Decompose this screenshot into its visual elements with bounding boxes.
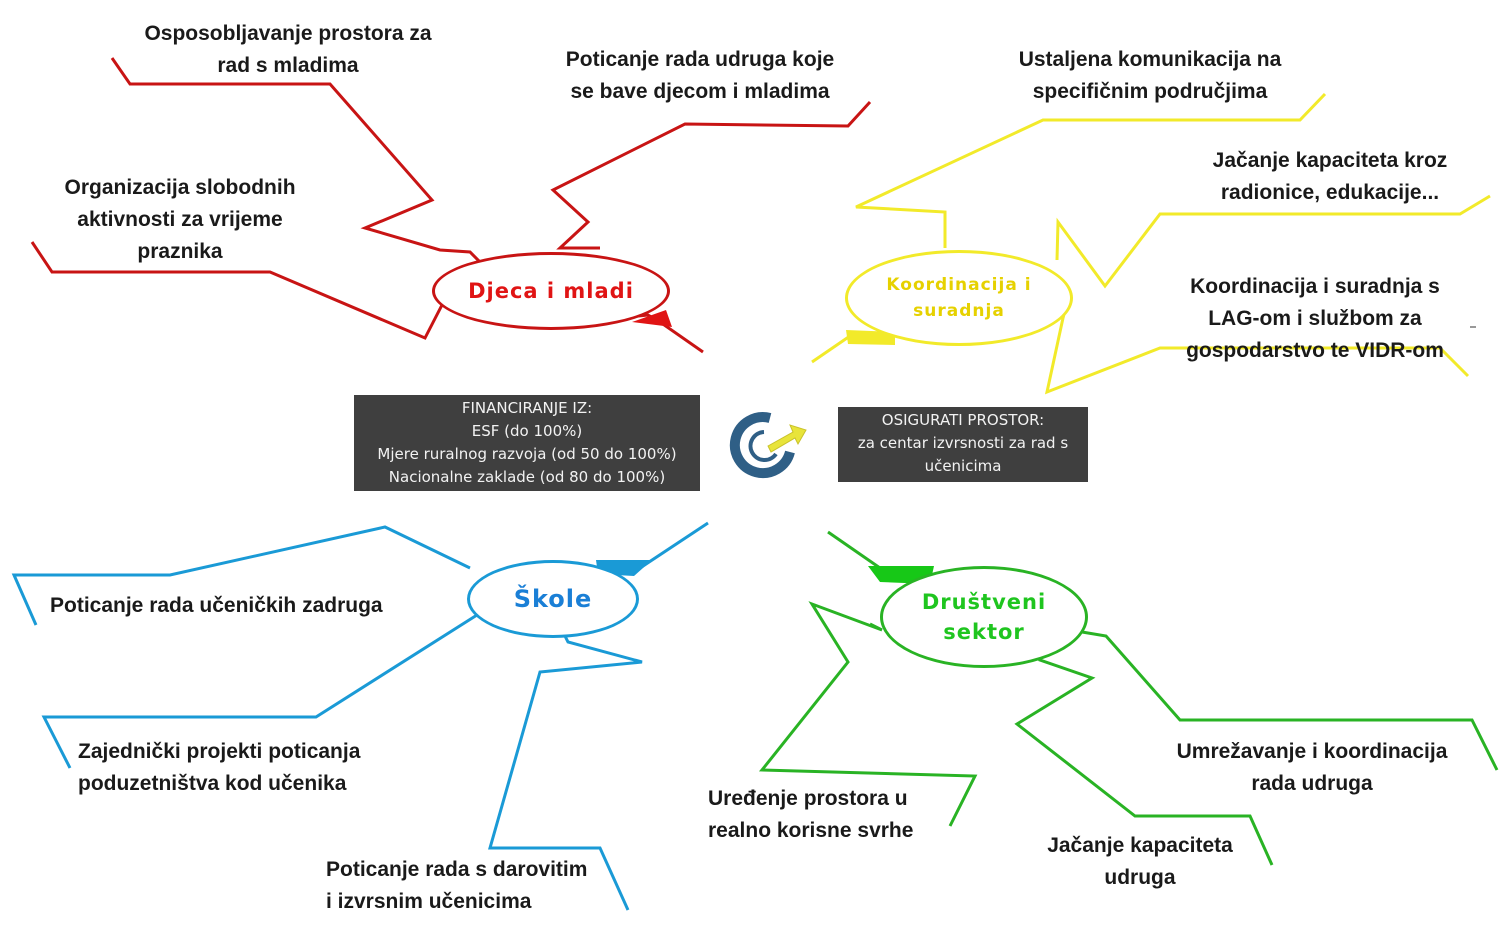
blue-branch-1 (11, 525, 471, 626)
koordinacija-item-komunikacija-line2: specifičnim područjima (1032, 80, 1268, 103)
drustveni-item-prostor-line2: realno korisne svrhe (708, 819, 914, 842)
green-branch-3 (1081, 630, 1499, 771)
drustveni-item-umrezavanje-line1: Umrežavanje i koordinacija (1176, 740, 1448, 763)
koordinacija-item-lag-line1: Koordinacija i suradnja s (1190, 275, 1440, 298)
hub-koordinacija-label-1: Koordinacija i (886, 275, 1032, 295)
hub-skole-label: Škole (513, 585, 593, 613)
koordinacija-item-komunikacija-line1: Ustaljena komunikacija na (1018, 48, 1282, 71)
space-line1: za centar izvrsnosti za rad s (857, 434, 1069, 452)
red-branch-2 (550, 100, 872, 250)
hub-drustveni-label-1: Društveni (921, 590, 1047, 614)
koordinacija-item-kapacitet-line2: radionice, edukacije... (1220, 181, 1440, 204)
djeca-item-slobodne-aktivnosti: Organizacija slobodnih aktivnosti za vri… (40, 172, 320, 268)
skole-item-daroviti-line1: Poticanje rada s darovitim (326, 858, 588, 881)
hub-koordinacija-label-2: suradnja (913, 301, 1005, 321)
red-branch-wedge (632, 310, 672, 327)
logo-ring (729, 412, 795, 479)
green-branch-4 (1014, 639, 1274, 866)
djeca-item-prostor: Osposobljavanje prostora za rad s mladim… (118, 18, 458, 82)
djeca-item-slobodne-line1: Organizacija slobodnih (64, 176, 296, 199)
hub-drustveni-sektor: Društveni sektor (880, 566, 1088, 668)
drustveni-item-umrezavanje-line2: rada udruga (1251, 772, 1373, 795)
skole-item-poduzetnistvo: Zajednički projekti poticanja poduzetniš… (78, 736, 418, 800)
blue-branch-2 (41, 613, 478, 769)
koordinacija-item-kapacitet-line1: Jačanje kapaciteta kroz (1212, 149, 1448, 172)
djeca-item-slobodne-line3: praznika (137, 240, 223, 263)
drustveni-item-kapacitet-line1: Jačanje kapaciteta (1047, 834, 1233, 857)
financing-line-ruralni: Mjere ruralnog razvoja (od 50 do 100%) (377, 445, 677, 463)
djeca-item-prostor-line2: rad s mladima (217, 54, 359, 77)
koordinacija-item-lag-line2: LAG-om i službom za (1208, 307, 1422, 330)
koordinacija-item-lag-line3: gospodarstvo te VIDR-om (1186, 339, 1444, 362)
djeca-item-udruge-line1: Poticanje rada udruga koje (565, 48, 835, 71)
drustveni-item-kapacitet: Jačanje kapaciteta udruga (1030, 830, 1250, 894)
koordinacija-item-kapacitet: Jačanje kapaciteta kroz radionice, eduka… (1180, 145, 1480, 209)
financing-title: FINANCIRANJE IZ: (461, 399, 593, 417)
skole-item-zadruge-line1: Poticanje rada učeničkih zadruga (50, 594, 383, 617)
hub-koordinacija-i-suradnja: Koordinacija i suradnja (845, 250, 1073, 346)
circular-arrow-logo (729, 412, 807, 479)
hub-djeca-i-mladi: Djeca i mladi (432, 252, 670, 330)
logo-ring-inner (748, 430, 778, 462)
djeca-item-udruge: Poticanje rada udruga koje se bave djeco… (530, 44, 870, 108)
space-line2: učenicima (924, 457, 1002, 475)
djeca-item-udruge-line2: se bave djecom i mladima (570, 80, 830, 103)
space-title: OSIGURATI PROSTOR: (881, 411, 1045, 429)
green-branch-2 (758, 601, 978, 827)
skole-item-poduzetnistvo-line1: Zajednički projekti poticanja (78, 740, 361, 763)
skole-item-daroviti: Poticanje rada s darovitim i izvrsnim uč… (326, 854, 646, 918)
drustveni-item-umrezavanje: Umrežavanje i koordinacija rada udruga (1150, 736, 1474, 800)
skole-item-poduzetnistvo-line2: poduzetništva kod učenika (78, 772, 347, 795)
hub-skole: Škole (467, 560, 639, 638)
skole-item-daroviti-line2: i izvrsnim učenicima (326, 890, 532, 913)
yellow-branch-2 (1055, 194, 1491, 289)
djeca-item-prostor-line1: Osposobljavanje prostora za (144, 22, 432, 45)
financing-line-esf: ESF (do 100%) (471, 422, 583, 440)
djeca-item-slobodne-line2: aktivnosti za vrijeme (77, 208, 283, 231)
yellow-branch-1 (855, 92, 1327, 248)
drustveni-item-kapacitet-line2: udruga (1104, 866, 1176, 889)
financing-box: FINANCIRANJE IZ: ESF (do 100%) Mjere rur… (354, 395, 700, 491)
financing-line-zaklade: Nacionalne zaklade (od 80 do 100%) (388, 468, 666, 486)
blue-branch-3 (488, 625, 643, 911)
hub-djeca-label: Djeca i mladi (468, 279, 634, 303)
logo-arrow (767, 424, 807, 453)
koordinacija-item-komunikacija: Ustaljena komunikacija na specifičnim po… (990, 44, 1310, 108)
drustveni-item-prostor: Uređenje prostora u realno korisne svrhe (708, 783, 968, 847)
drustveni-item-prostor-line1: Uređenje prostora u (708, 787, 908, 810)
space-box: OSIGURATI PROSTOR: za centar izvrsnosti … (838, 407, 1088, 482)
koordinacija-item-lag: Koordinacija i suradnja s LAG-om i služb… (1160, 271, 1470, 367)
hub-drustveni-label-2: sektor (943, 620, 1025, 644)
skole-item-zadruge: Poticanje rada učeničkih zadruga (50, 590, 450, 622)
